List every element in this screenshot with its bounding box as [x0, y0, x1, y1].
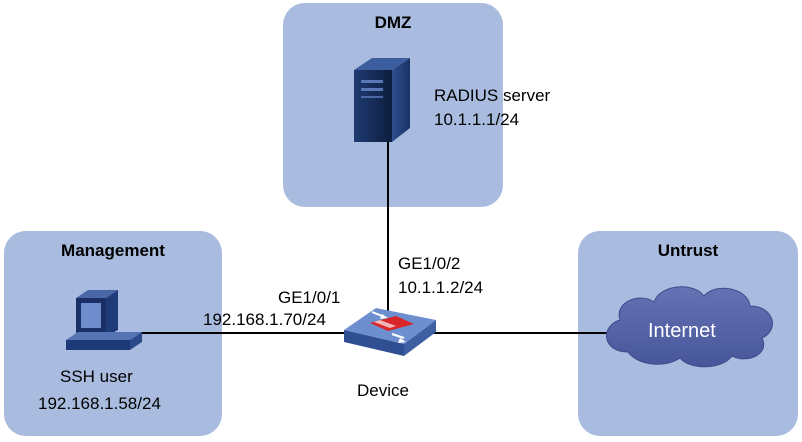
cloud-icon — [606, 286, 773, 368]
server-icon — [354, 58, 410, 142]
radius-server-ip: 10.1.1.1/24 — [434, 110, 520, 129]
ssh-user-label: SSH user — [60, 367, 133, 386]
firewall-icon — [344, 308, 436, 356]
radius-server-label: RADIUS server — [434, 86, 551, 105]
ge1-0-1-label: GE1/0/1 — [278, 288, 341, 307]
ssh-user-ip: 192.168.1.58/24 — [38, 394, 161, 413]
internet-label: Internet — [648, 320, 716, 342]
pc-icon — [66, 290, 142, 350]
ge1-0-1-ip: 192.168.1.70/24 — [203, 310, 326, 329]
zone-management-title: Management — [61, 241, 165, 260]
ge1-0-2-ip: 10.1.1.2/24 — [398, 278, 484, 297]
device-label: Device — [357, 381, 409, 400]
zone-dmz-title: DMZ — [374, 13, 412, 32]
zone-untrust-title: Untrust — [657, 241, 719, 260]
ge1-0-2-label: GE1/0/2 — [398, 254, 461, 273]
